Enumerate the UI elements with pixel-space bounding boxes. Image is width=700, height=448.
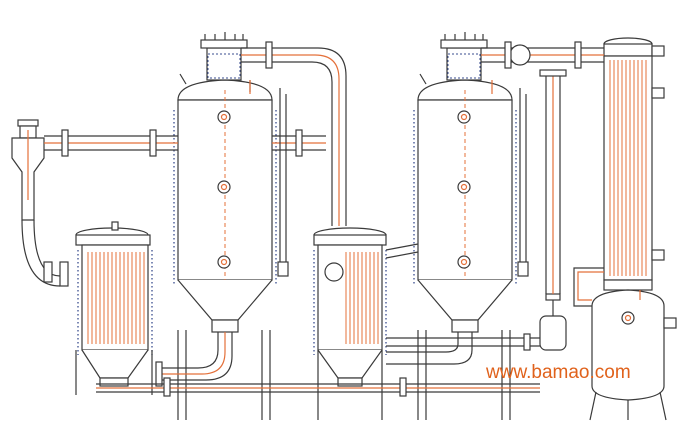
cyclone-separator bbox=[11, 119, 69, 287]
small-separator bbox=[539, 293, 567, 351]
heater-1 bbox=[75, 221, 153, 395]
collection-tank bbox=[589, 289, 677, 421]
watermark-text: www.bamao.com bbox=[485, 362, 631, 383]
heater-2 bbox=[313, 227, 387, 420]
evaporator-effect-2 bbox=[413, 32, 529, 420]
evaporator-effect-1 bbox=[173, 32, 289, 420]
condenser bbox=[603, 37, 665, 291]
piping bbox=[44, 41, 641, 397]
